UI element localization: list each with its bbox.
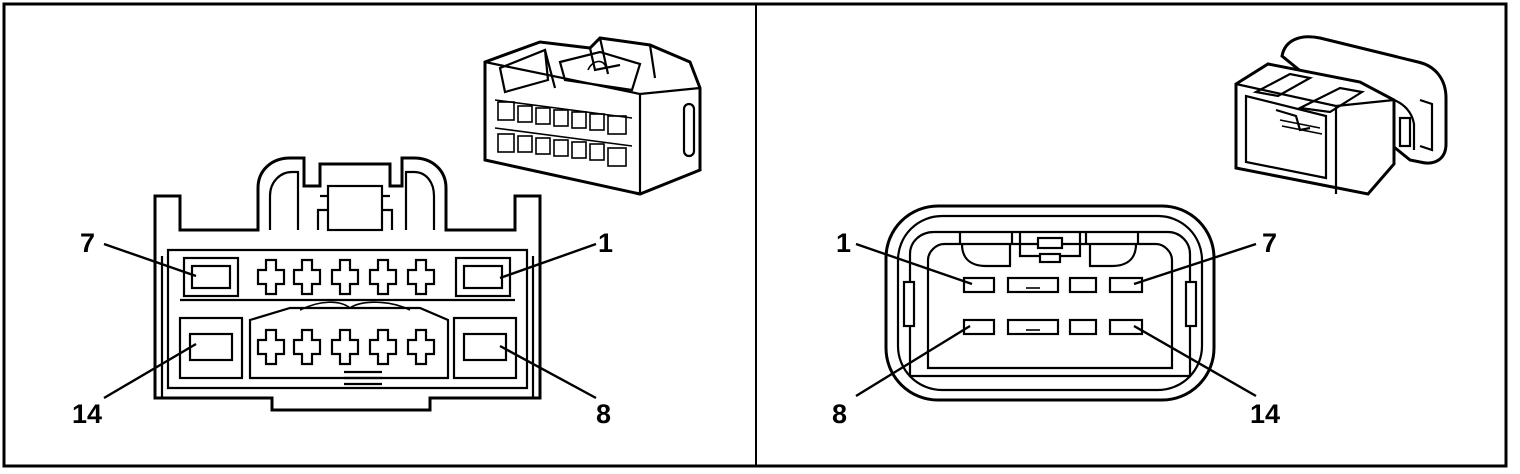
left-leader-lines	[103, 242, 597, 400]
left-connector-3d-view	[483, 36, 702, 196]
left-pin-label-1: 1	[598, 228, 613, 258]
left-pin-label-7: 7	[80, 228, 95, 258]
right-pin-label-8: 8	[832, 399, 847, 429]
right-pin-label-14: 14	[1250, 399, 1280, 429]
left-pin-label-8: 8	[596, 399, 611, 429]
right-panel: 1 7 8 14	[832, 35, 1448, 429]
left-connector-end-view	[153, 156, 542, 412]
right-pin-label-7: 7	[1262, 228, 1277, 258]
left-panel: 7 1 14 8	[72, 36, 702, 429]
left-pin-label-14: 14	[72, 399, 102, 429]
right-leader-lines	[855, 242, 1257, 398]
right-connector-3d-view	[1234, 35, 1448, 196]
right-connector-end-view	[884, 204, 1216, 402]
right-pin-label-1: 1	[836, 228, 851, 258]
